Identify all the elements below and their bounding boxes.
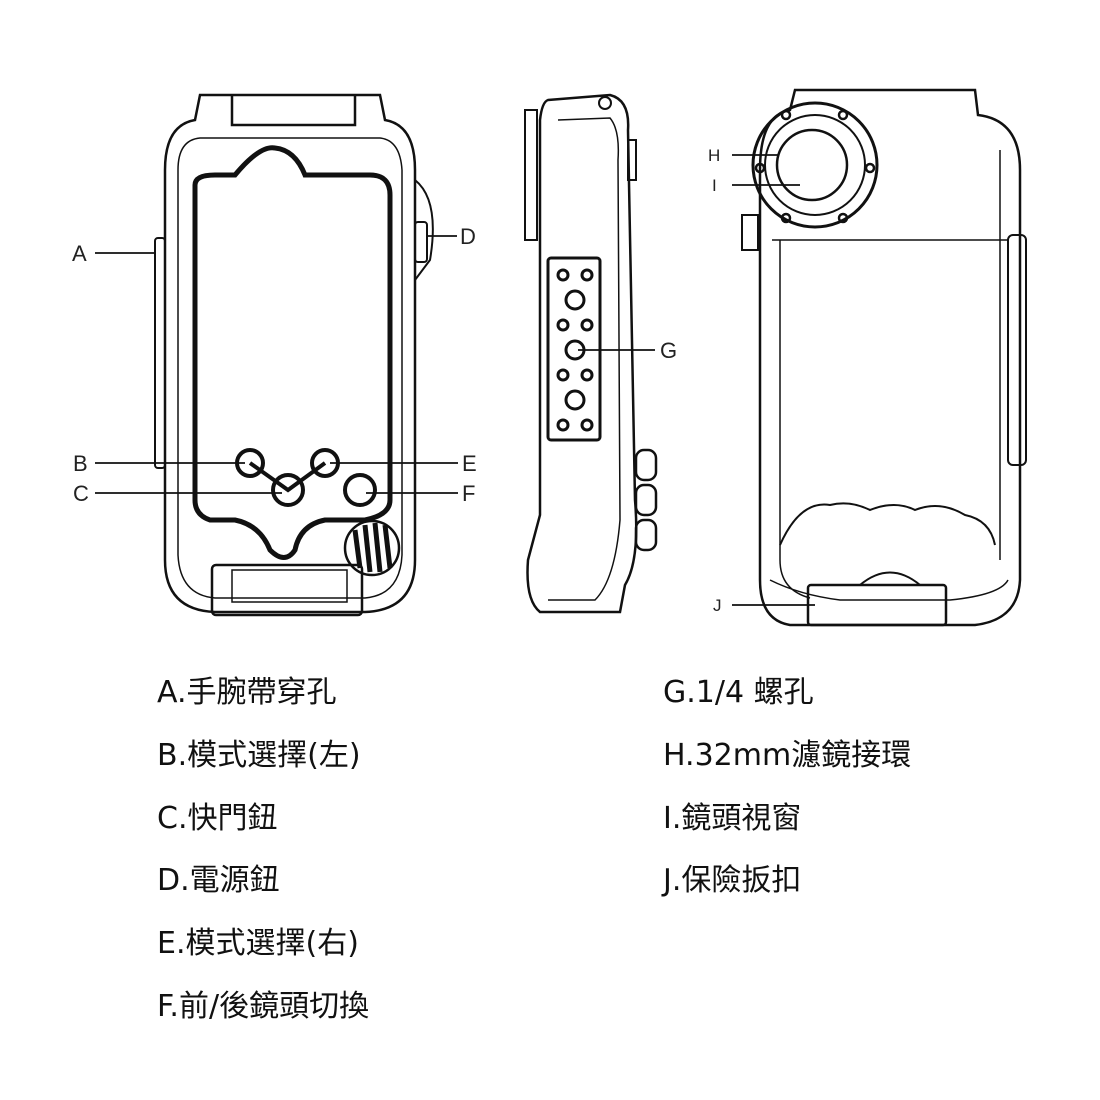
- legend-item-i: I.鏡頭視窗: [663, 801, 802, 836]
- callout-d: D: [460, 224, 476, 249]
- back-view: [741, 88, 1027, 627]
- legend-item-j: J.保險扳扣: [663, 863, 802, 898]
- legend-item-d: D.電源鈕: [157, 863, 280, 898]
- callout-g: G: [660, 338, 677, 363]
- legend-item-f: F.前/後鏡頭切換: [157, 989, 370, 1024]
- legend-item-a: A.手腕帶穿孔: [157, 675, 337, 710]
- callout-i: I: [712, 176, 717, 195]
- callout-a: A: [72, 241, 87, 266]
- callout-e: E: [462, 451, 477, 476]
- callout-c: C: [73, 481, 89, 506]
- legend-item-b: B.模式選擇(左): [157, 738, 361, 773]
- callout-j: J: [713, 596, 722, 615]
- callout-h: H: [708, 146, 720, 165]
- legend-item-e: E.模式選擇(右): [157, 926, 359, 961]
- legend-item-g: G.1/4 螺孔: [663, 675, 814, 710]
- leader-lines: [95, 154, 815, 606]
- legend-item-c: C.快門鈕: [157, 801, 278, 836]
- front-view: [154, 93, 434, 617]
- legend-item-h: H.32mm濾鏡接環: [663, 738, 912, 773]
- callout-f: F: [462, 481, 475, 506]
- side-view: [524, 93, 658, 614]
- callout-b: B: [73, 451, 88, 476]
